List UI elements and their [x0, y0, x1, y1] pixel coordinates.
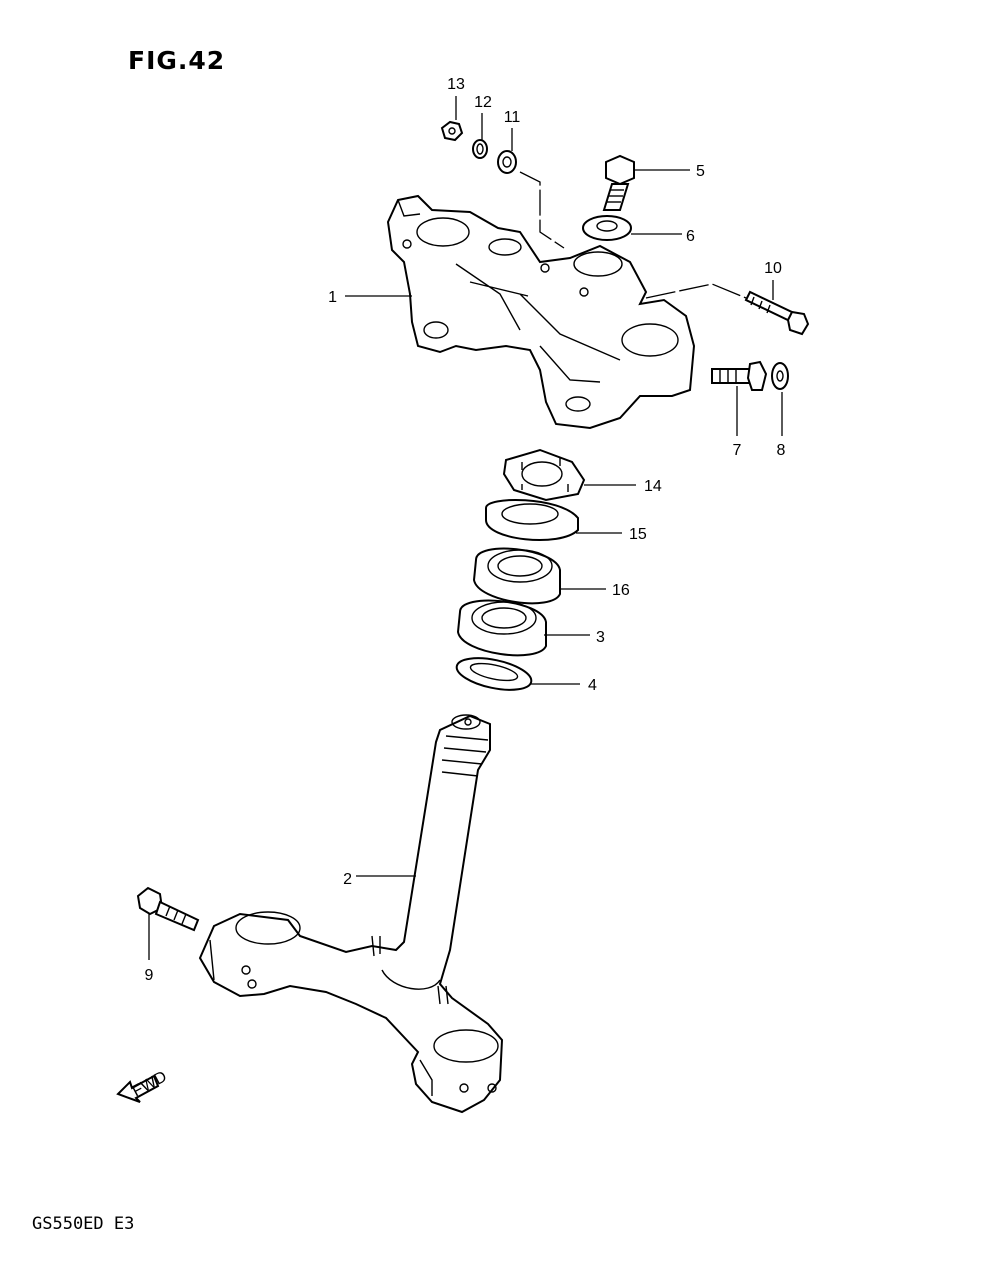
part-1-upper-bracket [386, 194, 696, 430]
model-code: GS550ED E3 [32, 1214, 135, 1234]
part-13-nut [440, 120, 464, 142]
part-10-flange-bolt [744, 290, 810, 336]
callout-14: 14 [644, 478, 662, 495]
fwd-label: FWD [130, 1068, 170, 1100]
leader-lines [148, 96, 783, 960]
callout-7: 7 [733, 442, 742, 459]
fwd-arrow-icon: FWD [116, 1068, 170, 1103]
part-4-washer [455, 657, 533, 691]
callout-15: 15 [629, 526, 647, 543]
callout-2: 2 [343, 871, 352, 888]
part-11-washer [497, 150, 517, 174]
callout-6: 6 [686, 228, 695, 245]
part-9-socket-bolt [136, 886, 200, 932]
part-16-bearing [472, 547, 561, 605]
part-12-lock-washer [472, 139, 488, 159]
callout-1: 1 [328, 289, 337, 306]
part-3-bearing [456, 599, 547, 657]
part-7-bolt [711, 360, 768, 391]
callout-13: 13 [447, 76, 465, 93]
callout-3: 3 [596, 629, 605, 646]
callout-16: 16 [612, 582, 630, 599]
part-2-steering-stem [198, 714, 504, 1114]
figure-title: FIG.42 [128, 46, 226, 75]
part-8-washer [771, 362, 789, 390]
part-15-dust-seal [485, 499, 579, 541]
part-6-washer [582, 215, 632, 241]
callout-10: 10 [764, 260, 782, 277]
callout-4: 4 [588, 677, 597, 694]
callout-9: 9 [145, 967, 154, 984]
part-5-bolt [602, 154, 635, 211]
callout-12: 12 [474, 94, 492, 111]
callout-11: 11 [504, 109, 521, 126]
callout-numbers: 1 2 3 4 5 6 7 8 9 10 11 12 13 14 15 16 [145, 76, 786, 984]
part-14-castle-nut [502, 448, 586, 502]
callout-5: 5 [696, 163, 705, 180]
callout-8: 8 [777, 442, 786, 459]
